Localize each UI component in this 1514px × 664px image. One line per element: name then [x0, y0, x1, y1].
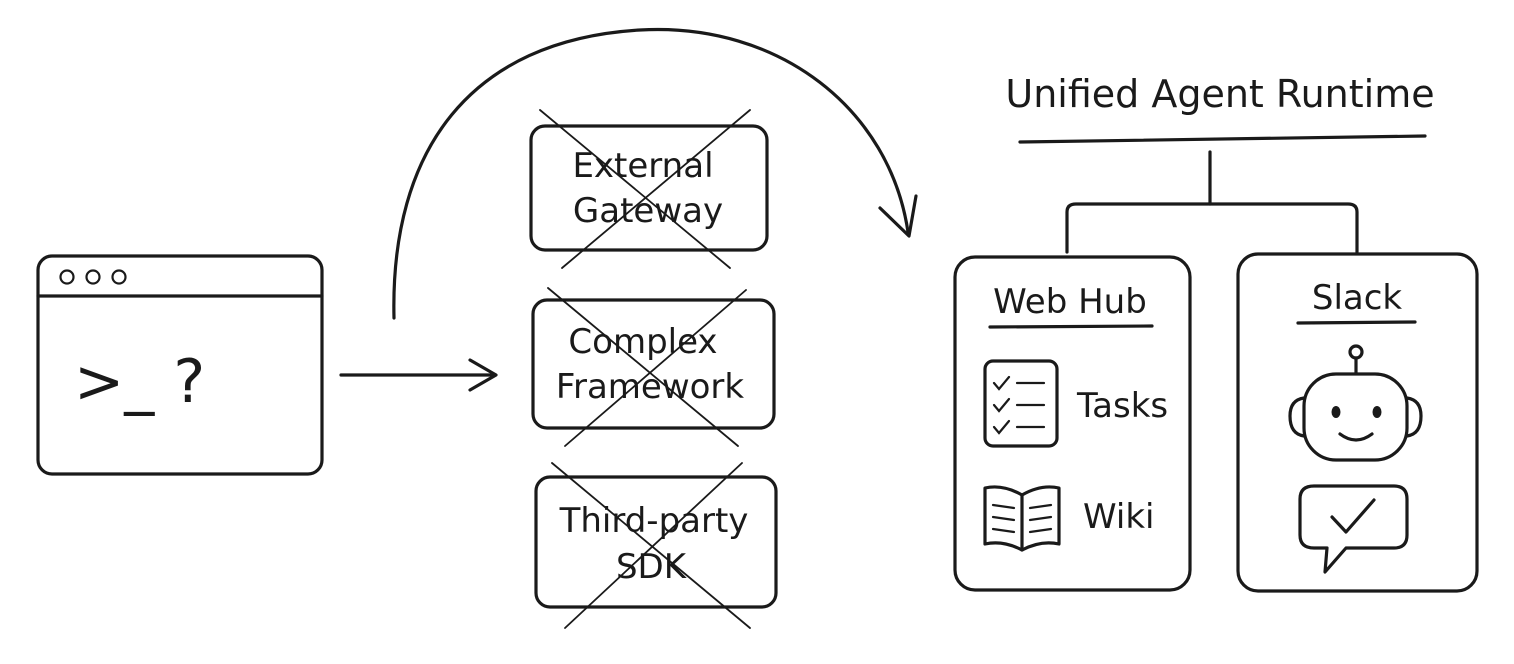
option-box [531, 298, 776, 430]
option-label-line1: Third-party [559, 501, 749, 541]
cross-out-icon [539, 109, 751, 269]
arrow-to-options [339, 358, 498, 392]
slack-panel: Slack [1236, 252, 1479, 593]
rejected-complex-framework: Complex Framework [531, 287, 776, 447]
option-label-line1: Complex [568, 322, 717, 362]
wiki-label: Wiki [1083, 497, 1154, 537]
web-hub-panel: Web Hub Tasks Wiki [953, 255, 1192, 592]
rejected-third-party-sdk: Third-party SDK [534, 462, 778, 629]
book-icon [983, 485, 1061, 552]
rejected-external-gateway: External Gateway [529, 109, 769, 269]
robot-icon [1288, 344, 1423, 462]
terminal-prompt: >_ ? [74, 347, 205, 417]
option-label-line2: Gateway [573, 191, 723, 231]
tasks-label: Tasks [1076, 386, 1168, 426]
option-label-line1: External [572, 146, 713, 186]
terminal-frame [36, 254, 324, 476]
slack-title: Slack [1312, 278, 1403, 318]
chat-check-icon [1298, 484, 1409, 574]
runtime-header: Unified Agent Runtime [1005, 72, 1435, 254]
terminal-window: >_ ? [36, 254, 324, 476]
web-hub-frame [953, 255, 1192, 592]
cross-out-icon [551, 462, 751, 629]
cross-out-icon [547, 287, 747, 447]
bypass-arrow [392, 27, 918, 320]
checklist-icon [983, 359, 1059, 448]
web-hub-title-underline [988, 324, 1154, 329]
runtime-title-underline [1018, 134, 1427, 144]
runtime-title: Unified Agent Runtime [1005, 72, 1434, 116]
slack-title-underline [1296, 320, 1417, 325]
option-box [529, 124, 769, 252]
web-hub-title: Web Hub [993, 282, 1147, 322]
window-dots-icon [59, 269, 127, 285]
tree-branches [1065, 202, 1359, 254]
